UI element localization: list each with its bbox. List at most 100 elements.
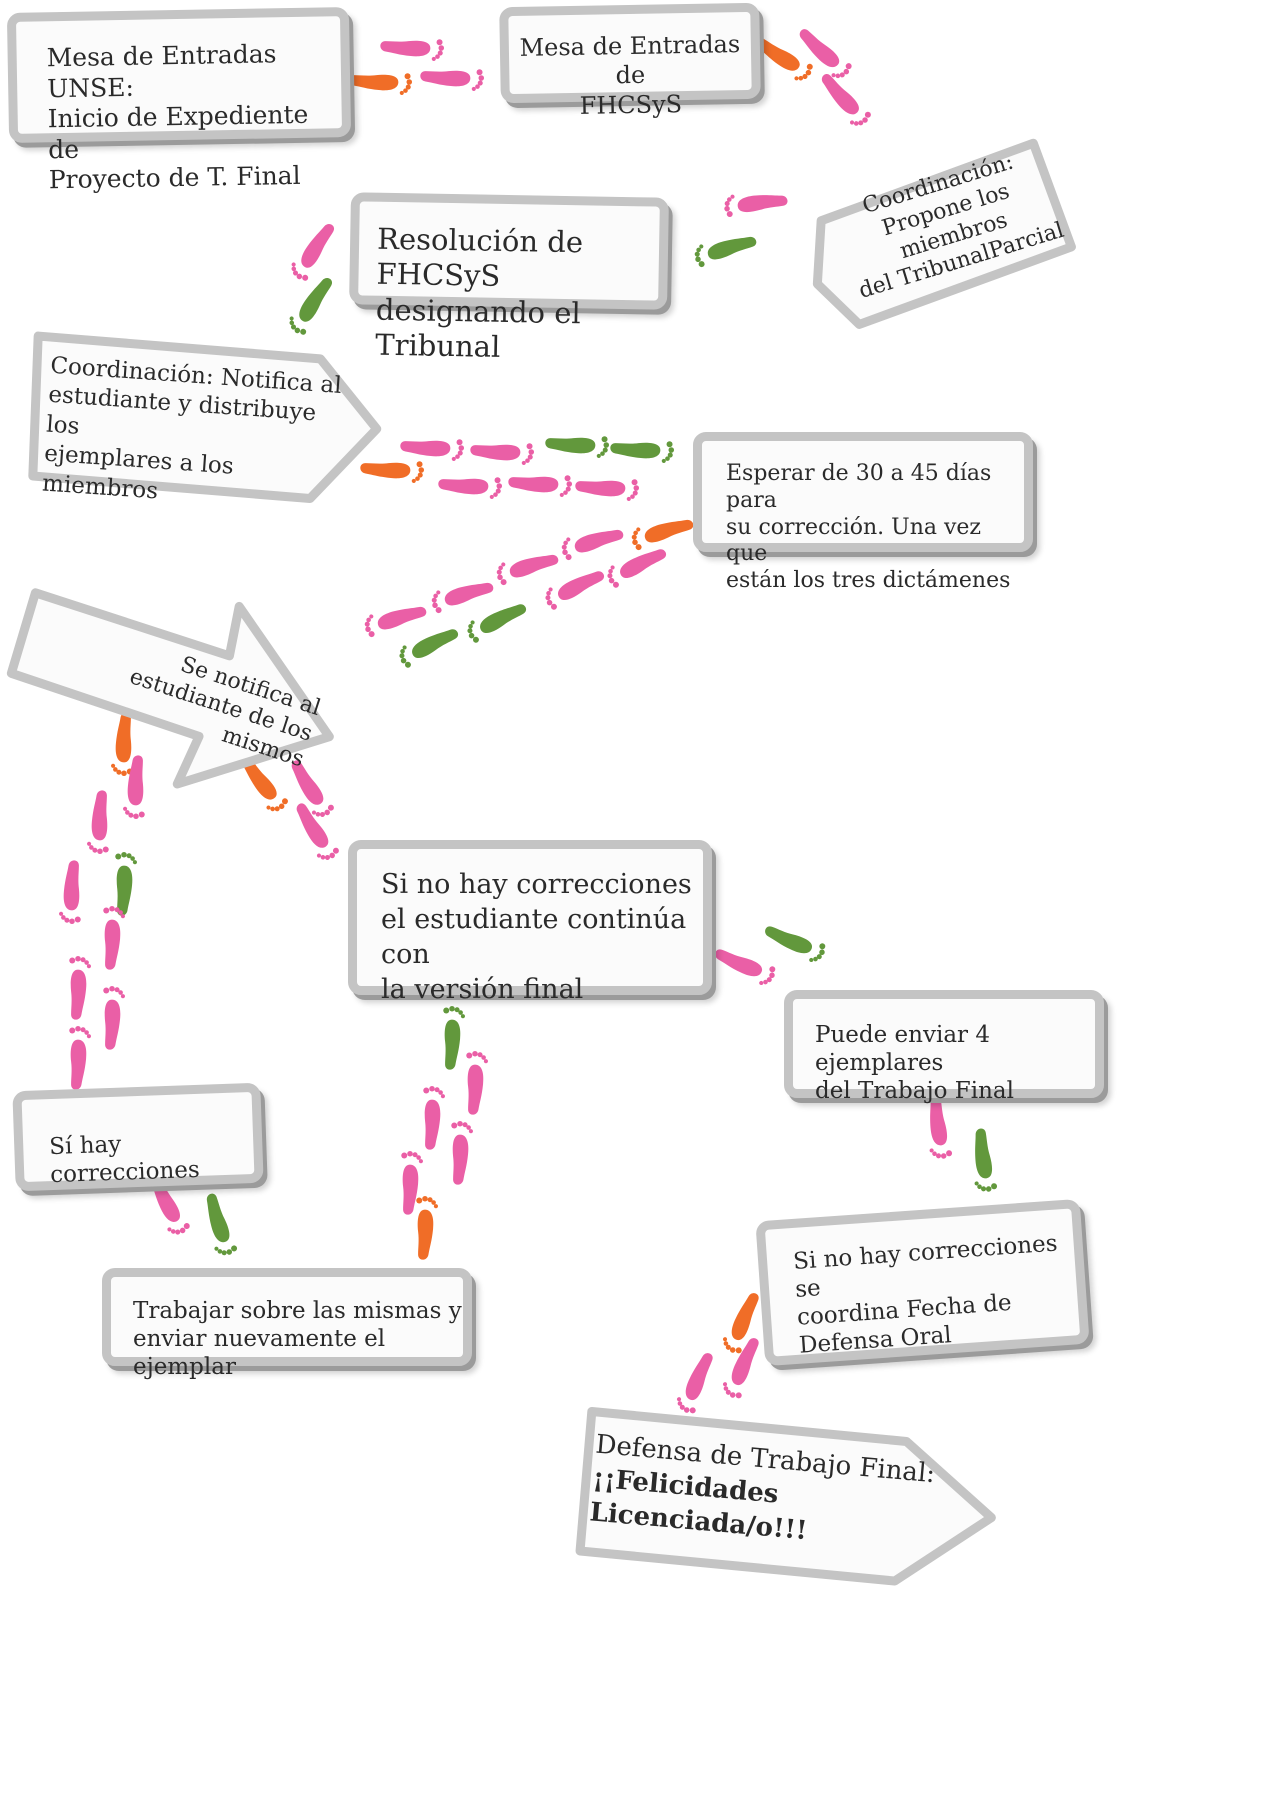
footprint-sole [412, 629, 459, 659]
step-sin-correcciones: Si no hay correcciones el estudiante con… [348, 840, 712, 1005]
footprint-sole [377, 606, 427, 630]
footprint-sole [930, 1095, 948, 1146]
footprint-toe [407, 1150, 413, 1157]
footprint-sole [424, 1099, 441, 1150]
footprint-toe [726, 197, 732, 202]
step-text-line: designando el Tribunal [375, 292, 582, 364]
footprint-toe [458, 1010, 463, 1015]
footprint-toe [86, 1034, 91, 1039]
footprint-toe [802, 73, 808, 80]
footprint-sole [715, 949, 763, 977]
footprint-toe [406, 79, 413, 85]
footprint-toe [74, 916, 81, 923]
step-text-line: el estudiante continúa con [381, 904, 687, 971]
footprint-toe [677, 1401, 683, 1406]
footprint-toe [493, 492, 498, 497]
footprint-toe [319, 811, 325, 818]
footprint-sole [452, 1134, 469, 1185]
footprint-toe [730, 194, 735, 199]
footprint-toe [601, 436, 608, 443]
footprint-toe [80, 957, 86, 963]
footprint-toe [819, 943, 826, 950]
pink-footprint [87, 790, 109, 855]
footprint-toe [120, 994, 125, 999]
footprint-sole [610, 442, 661, 459]
footprint-toe [858, 120, 864, 126]
footprint-toe [562, 549, 568, 556]
footprint-toe [849, 120, 855, 125]
footprint-toe [103, 907, 110, 914]
footprint-toe [402, 645, 407, 650]
footprint-toe [404, 73, 411, 80]
footprint-toe [477, 80, 483, 86]
footprint-toe [476, 69, 483, 76]
footprint-toe [725, 1389, 731, 1395]
footprint-toe [315, 811, 321, 817]
footprint-toe [400, 657, 407, 664]
footprint-toe [86, 964, 91, 969]
footprint-toe [729, 1392, 736, 1398]
footprint-toe [805, 69, 812, 76]
orange-footprint [756, 37, 813, 81]
footprint-sole [402, 1164, 419, 1215]
pink-footprint [69, 1025, 91, 1090]
footprint-toe [602, 447, 608, 453]
footprint-toe [806, 63, 813, 70]
footprint-sole [575, 480, 626, 497]
orange-footprint [348, 73, 413, 95]
step-text-line: Sí hay correcciones [48, 1131, 201, 1189]
footprint-toe [632, 490, 638, 496]
step-esperar: Esperar de 30 a 45 días para su correcci… [693, 432, 1033, 593]
footprint-sole [480, 604, 527, 634]
pink-footprint [420, 69, 485, 91]
footprint-toe [116, 769, 122, 775]
footprint-sole [620, 549, 667, 579]
step-mesa-entradas-unse: Mesa de Entradas UNSE: Inicio de Expedie… [6, 7, 352, 194]
step-text-line: Mesa de Entradas de [519, 30, 741, 90]
footprint-toe [477, 1052, 483, 1058]
footprint-sole [444, 1019, 461, 1070]
step-text-line: del Trabajo Final [815, 1078, 1014, 1105]
footprint-toe [862, 117, 868, 123]
footprint-toe [545, 595, 551, 601]
step-se-notifica-shape [6, 588, 334, 789]
footprint-toe [451, 1122, 458, 1129]
footprint-toe [125, 810, 130, 815]
footprint-toe [610, 565, 615, 570]
footprint-toe [294, 327, 301, 334]
footprint-toe [80, 1027, 86, 1033]
pink-footprint [400, 439, 465, 461]
pink-footprint [508, 475, 573, 497]
footprint-sole [104, 999, 121, 1050]
step-text-line: enviar nuevamente el ejemplar [133, 1326, 386, 1381]
footprint-sole [206, 1193, 230, 1243]
footprint-sole [296, 803, 329, 848]
footprint-toe [698, 261, 705, 268]
footprint-toe [400, 648, 405, 654]
footprint-toe [496, 569, 502, 575]
footprint-sole [765, 926, 813, 954]
footprint-toe [167, 1227, 172, 1232]
pink-footprint [496, 554, 559, 586]
footprint-toe [475, 84, 480, 89]
footprint-toe [121, 851, 127, 858]
footprint-toe [403, 88, 408, 93]
footprint-toe [436, 590, 441, 595]
footprint-sole [821, 74, 859, 115]
footprint-toe [470, 620, 475, 625]
footprint-sole [299, 278, 333, 322]
footprint-sole [242, 757, 277, 800]
footprint-toe [226, 1249, 233, 1255]
pink-footprint [291, 224, 335, 281]
footprint-toe [528, 449, 535, 455]
footprint-sole [104, 919, 121, 970]
footprint-toe [69, 957, 76, 964]
pink-footprint [724, 194, 788, 218]
pink-footprint [291, 760, 334, 818]
footprint-toe [696, 247, 701, 253]
footprint-toe [724, 201, 730, 207]
footprint-toe [416, 1155, 421, 1160]
footprint-toe [411, 478, 416, 483]
footprint-toe [839, 72, 845, 78]
